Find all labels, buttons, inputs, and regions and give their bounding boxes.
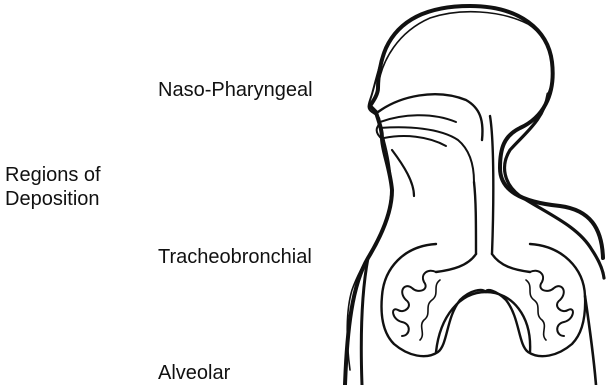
nasal-cavity-floor — [380, 115, 456, 122]
region-label-tracheobronchial: Tracheobronchial — [158, 245, 312, 269]
respiratory-tract-illustration — [330, 0, 606, 385]
torso-left — [361, 258, 368, 385]
region-label-alveolar: Alveolar — [158, 361, 230, 385]
torso-right — [585, 296, 596, 385]
trachea-left — [436, 254, 476, 272]
regions-heading: Regions of Deposition — [5, 163, 135, 211]
pharynx-back-wall — [490, 116, 493, 254]
throat-front — [392, 150, 414, 196]
trachea-right — [492, 254, 530, 272]
pharynx-front-wall — [474, 182, 476, 254]
right-lung — [486, 244, 585, 356]
skin-outline — [347, 140, 391, 370]
regions-heading-line1: Regions of — [5, 163, 135, 187]
tongue — [384, 136, 446, 146]
region-label-naso-pharyngeal: Naso-Pharyngeal — [158, 78, 313, 102]
regions-heading-line2: Deposition — [5, 187, 135, 211]
